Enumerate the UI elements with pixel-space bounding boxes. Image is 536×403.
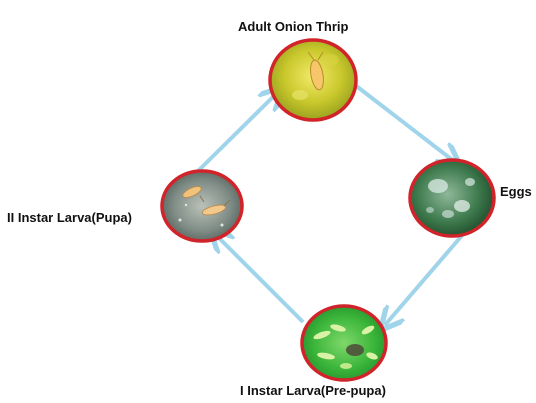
eggs-on-leaf-photo <box>410 160 494 236</box>
stage-label-eggs: Eggs <box>500 184 532 200</box>
first-instar-larvae-photo <box>302 306 386 380</box>
stage-label-prepupa: I Instar Larva(Pre-pupa) <box>240 383 386 399</box>
arrow-adult-to-eggs <box>355 85 455 162</box>
second-instar-larvae-photo <box>162 171 242 241</box>
arrow-pupa-to-adult <box>197 92 278 172</box>
adult-thrip-photo <box>270 40 356 120</box>
arrow-eggs-to-prepupa <box>385 232 465 325</box>
arrow-prepupa-to-pupa <box>215 234 303 322</box>
stage-label-adult: Adult Onion Thrip <box>238 19 348 35</box>
stage-label-pupa: II Instar Larva(Pupa) <box>7 210 132 226</box>
